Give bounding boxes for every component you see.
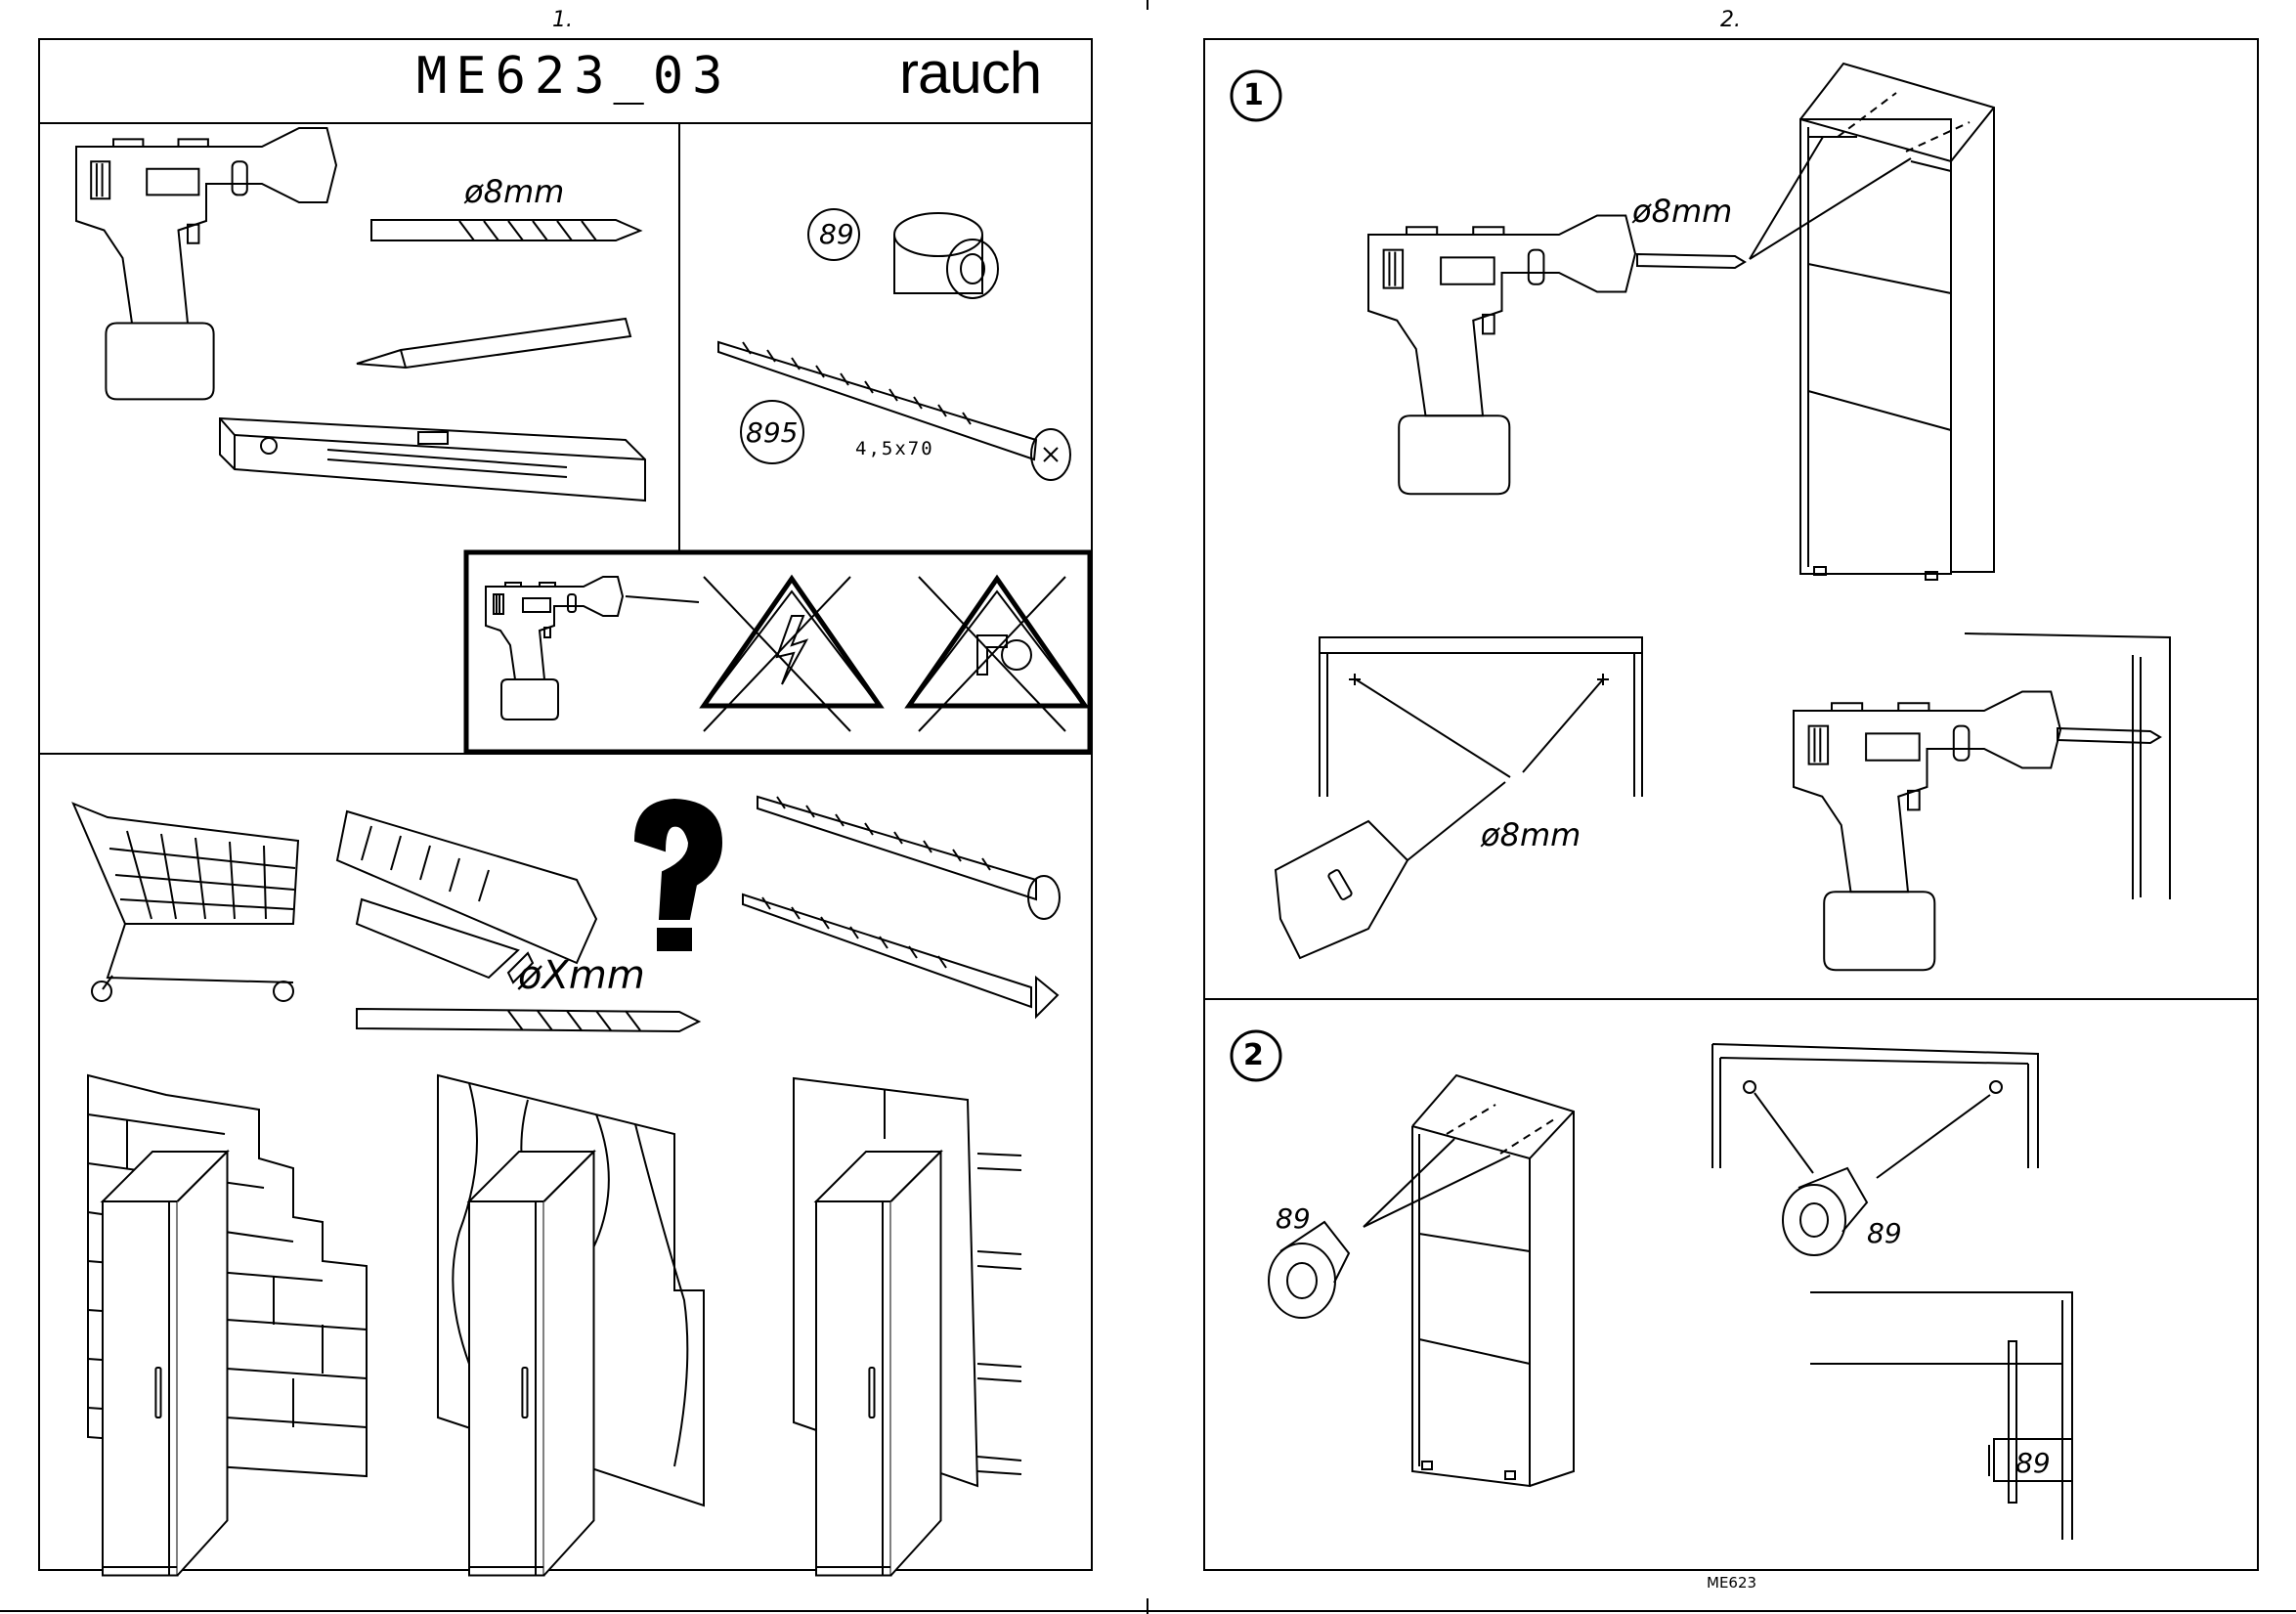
step-2-plug-label-b: 89 xyxy=(1867,1217,1902,1249)
screw-size-label: 4,5x70 xyxy=(855,438,934,459)
unknown-drill-size-label: øXmm xyxy=(518,953,645,998)
step-2-plug-label-a: 89 xyxy=(1276,1202,1311,1235)
step-1-number: 1 xyxy=(1243,78,1264,112)
model-code: ME623_03 xyxy=(416,47,731,106)
footer-model-code: ME623 xyxy=(1707,1574,1756,1592)
screw-part-number: 895 xyxy=(746,416,798,449)
step-1-drill-size-detail: ø8mm xyxy=(1481,816,1581,853)
step-2-number: 2 xyxy=(1243,1038,1264,1072)
plug-part-number: 89 xyxy=(819,218,854,250)
left-page-number: 1. xyxy=(552,8,573,32)
brand-logo: rauch xyxy=(899,39,1041,107)
step-2-plug-label-c: 89 xyxy=(2015,1447,2051,1479)
step-1-drill-size-top: ø8mm xyxy=(1632,193,1732,230)
drill-bit-size-label: ø8mm xyxy=(464,173,564,210)
right-page-number: 2. xyxy=(1720,8,1741,32)
